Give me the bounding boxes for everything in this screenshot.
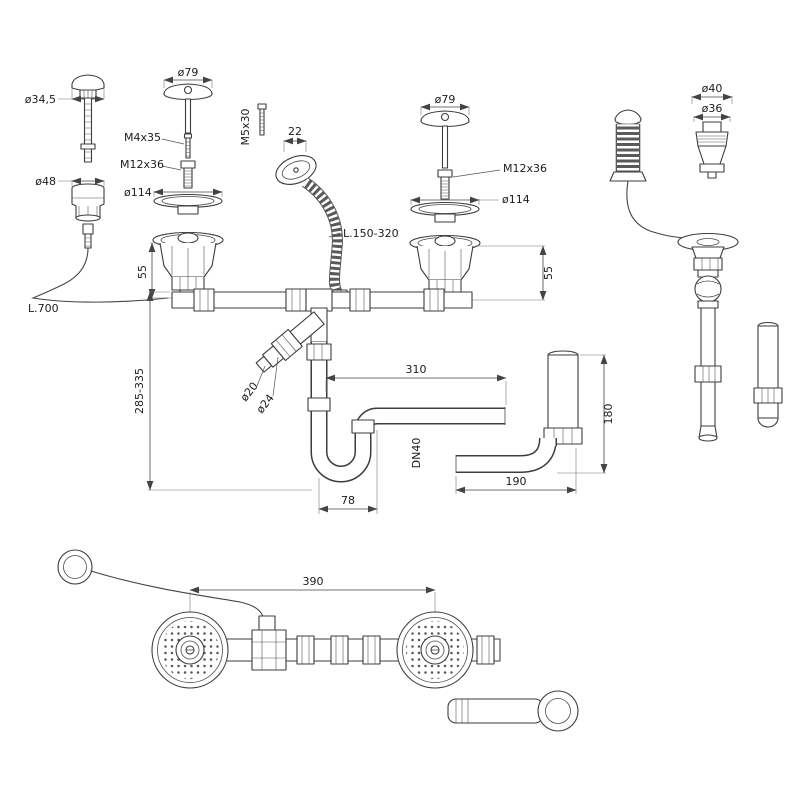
dim-branch-small: ø20 [238,380,261,404]
dim-cap-diameter-right: ø79 [435,93,456,106]
plan-strainer-left [151,611,229,689]
outlet-right-group: 180 190 [455,350,615,494]
overflow-elbow-group: M5x30 22 L.150-320 [239,103,399,305]
dim-height-left: 55 [136,265,149,279]
dim-flange-diameter-left: ø114 [124,186,152,199]
label-screw-m4: M4x35 [124,131,161,144]
strainer-right-exploded: ø79 M12x36 ø114 55 [409,93,555,301]
dim-body-diameter: ø48 [35,175,56,188]
dim-overflow-width: 22 [288,125,302,138]
overflow-control-exploded: ø34,5 ø48 L.700 [25,74,169,315]
control-cable [31,247,169,303]
dim-height-range: 285-335 [133,368,146,414]
trap-group: 310 DN40 78 285-335 [133,291,507,514]
label-screw-m12-left: M12x36 [120,158,164,171]
dim-knob-diameter: ø34,5 [25,93,56,106]
plan-view-group: 390 [57,549,579,732]
label-cable-length: L.700 [28,302,59,315]
label-pipe-dn: DN40 [410,438,423,469]
dim-outlet-length: 310 [406,363,427,376]
dim-head-outer: ø40 [702,82,723,95]
label-screw-m5: M5x30 [239,109,252,146]
dim-bottom-length: 190 [506,475,527,488]
label-hose-length: L.150-320 [343,227,399,240]
dim-cap-diameter-left: ø79 [178,66,199,79]
dim-flange-diameter-right: ø114 [502,193,530,206]
dim-standpipe-height: 180 [602,404,615,425]
label-screw-m12-right: M12x36 [503,162,547,175]
dim-trap-offset: 78 [341,494,355,507]
dim-bowl-spacing: 390 [303,575,324,588]
strainer-left-exploded: ø79 M4x35 M12x36 ø114 [120,66,224,299]
plan-strainer-right [396,611,474,689]
dim-head-inner: ø36 [702,102,723,115]
remote-unit-group: ø40 ø36 [609,82,783,442]
dim-height-right: 55 [542,266,555,280]
